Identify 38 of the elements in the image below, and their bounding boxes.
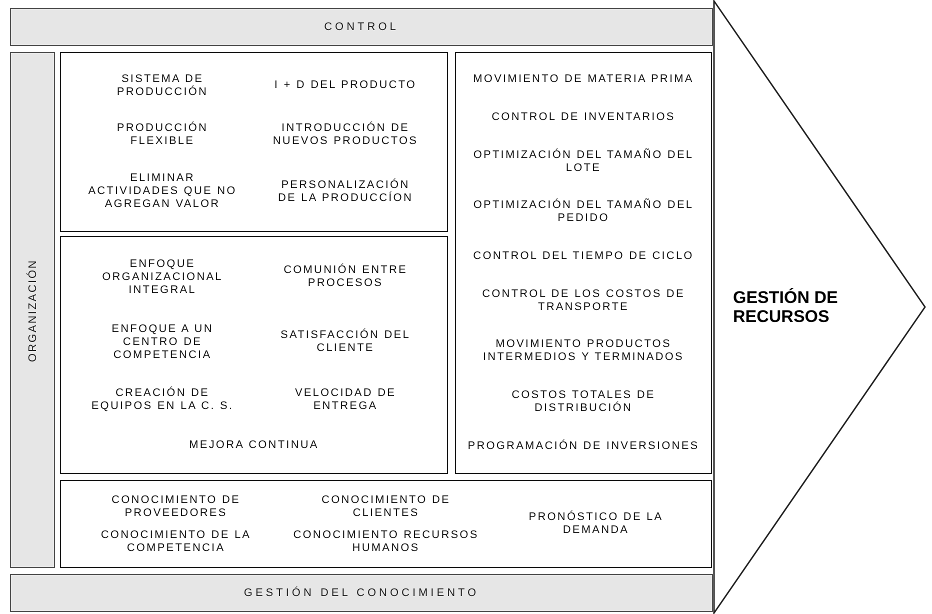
concept-label: ENFOQUE ORGANIZACIONAL INTEGRAL bbox=[101, 258, 224, 297]
concept-label: ENFOQUE A UN CENTRO DE COMPETENCIA bbox=[110, 322, 214, 362]
concept-label: SATISFACCIÓN DEL CLIENTE bbox=[280, 329, 412, 356]
concept-label: CONOCIMIENTO DE LA COMPETENCIA bbox=[100, 528, 252, 554]
concept-label: SISTEMA DE PRODUCCIÓN bbox=[116, 72, 210, 99]
concept-label: MOVIMIENTO DE MATERIA PRIMA bbox=[473, 73, 694, 86]
concept-label: CONOCIMIENTO DE CLIENTES bbox=[320, 494, 452, 520]
header-band bbox=[10, 8, 713, 46]
chevron-label: GESTIÓN DE RECURSOS bbox=[733, 288, 839, 326]
header-band bbox=[10, 574, 713, 612]
concept-label: CONTROL DEL TIEMPO DE CICLO bbox=[473, 250, 694, 263]
band-title: ORGANIZACIÓN bbox=[26, 258, 38, 362]
concept-label: OPTIMIZACIÓN DEL TAMAÑO DEL PEDIDO bbox=[472, 199, 695, 226]
concept-label: PRODUCCIÓN FLEXIBLE bbox=[116, 122, 210, 148]
concept-label: CONTROL DE LOS COSTOS DE TRANSPORTE bbox=[481, 288, 686, 314]
concept-label: COSTOS TOTALES DE DISTRIBUCIÓN bbox=[510, 388, 656, 415]
panel-box bbox=[455, 52, 712, 474]
concept-label: CONOCIMIENTO RECURSOS HUMANOS bbox=[292, 528, 480, 554]
concept-label: VELOCIDAD DE ENTREGA bbox=[294, 387, 398, 414]
concept-label: PROGRAMACIÓN DE INVERSIONES bbox=[468, 440, 700, 453]
band-title: CONTROL bbox=[324, 21, 399, 33]
concept-label: MOVIMIENTO PRODUCTOS INTERMEDIOS Y TERMINADOS bbox=[482, 338, 685, 364]
concept-label: PRONÓSTICO DE LA DEMANDA bbox=[528, 511, 664, 537]
concept-label: OPTIMIZACIÓN DEL TAMAÑO DEL LOTE bbox=[472, 148, 695, 175]
concept-label: COMUNIÓN ENTRE PROCESOS bbox=[282, 264, 408, 290]
concept-label: CONTROL DE INVENTARIOS bbox=[492, 110, 676, 124]
concept-label: ELIMINAR ACTIVIDADES QUE NO AGREGAN VALOR bbox=[88, 172, 238, 212]
panel-box bbox=[60, 52, 448, 232]
header-band bbox=[10, 52, 55, 568]
concept-label: CONOCIMIENTO DE PROVEEDORES bbox=[110, 494, 242, 520]
concept-label: CREACIÓN DE EQUIPOS EN LA C. S. bbox=[90, 387, 235, 414]
concept-label: MEJORA CONTINUA bbox=[189, 439, 319, 452]
concept-label: PERSONALIZACIÓN DE LA PRODUCCÍON bbox=[276, 178, 414, 205]
panel-box bbox=[60, 480, 712, 568]
band-title: GESTIÓN DEL CONOCIMIENTO bbox=[244, 587, 480, 599]
concept-label: INTRODUCCIÓN DE NUEVOS PRODUCTOS bbox=[272, 122, 420, 148]
concept-label: I + D DEL PRODUCTO bbox=[274, 79, 417, 92]
panel-box bbox=[60, 236, 448, 474]
